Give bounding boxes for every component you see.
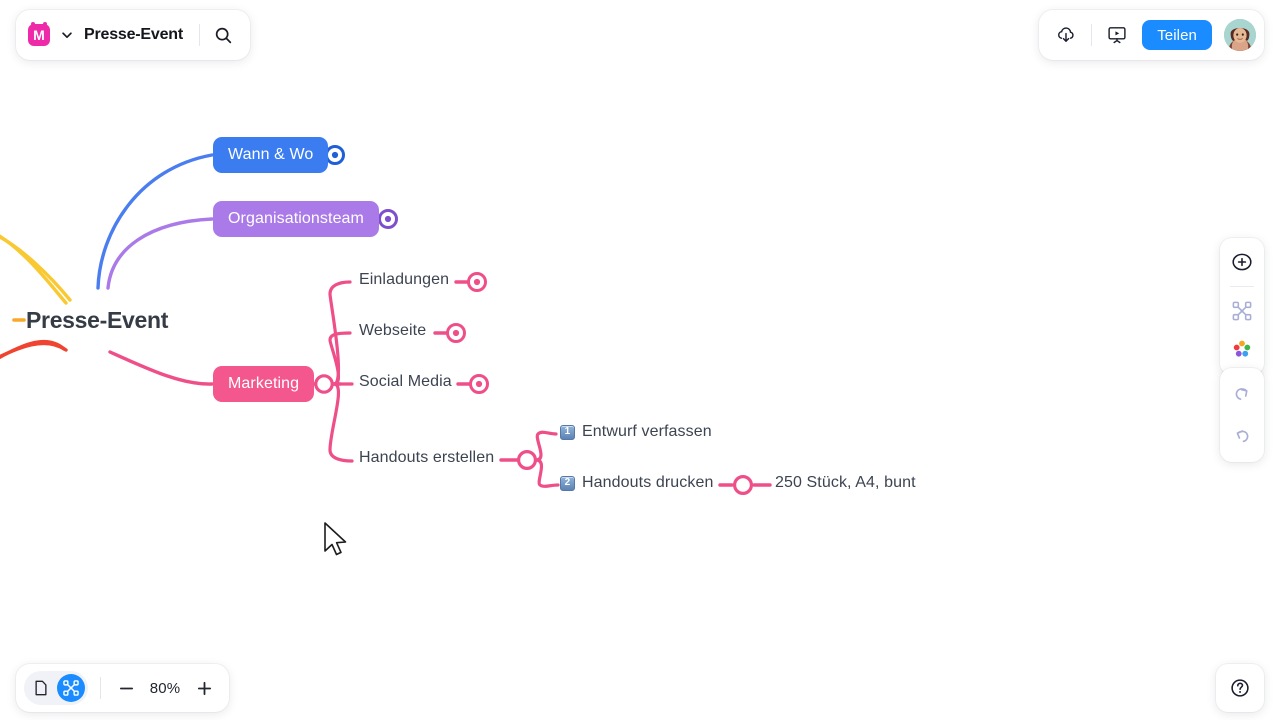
zoom-level-value: 80%	[149, 679, 181, 697]
redo-icon	[1235, 388, 1248, 400]
download-button[interactable]	[1053, 22, 1079, 48]
chevron-down-icon[interactable]	[60, 28, 74, 42]
mindmap-node-organisationsteam[interactable]: Organisationsteam	[213, 201, 379, 237]
node-row: 1 Entwurf verfassen	[560, 423, 712, 441]
minus-icon	[119, 687, 133, 689]
search-button[interactable]	[210, 22, 236, 48]
help-button[interactable]	[1216, 664, 1264, 712]
order-badge-icon: 2	[560, 475, 575, 491]
root-node-label: Presse-Event	[26, 307, 169, 333]
question-circle-icon	[1231, 679, 1249, 697]
undo-icon	[1236, 430, 1249, 443]
top-right-toolbar: Teilen	[1039, 10, 1264, 60]
node-label: Entwurf verfassen	[582, 423, 712, 440]
presentation-button[interactable]	[1104, 22, 1130, 48]
app-logo-icon[interactable]: M	[28, 22, 50, 46]
canvas-tools-rail	[1220, 238, 1264, 375]
node-label: Organisationsteam	[213, 201, 379, 237]
redo-button[interactable]	[1228, 380, 1256, 408]
mindmap-node-einladungen[interactable]: Einladungen	[359, 271, 449, 289]
node-label: Webseite	[359, 322, 427, 339]
theme-button[interactable]	[1228, 335, 1256, 363]
undo-button[interactable]	[1228, 422, 1256, 450]
search-icon	[215, 27, 231, 43]
user-avatar-icon	[1224, 19, 1256, 51]
mindmap-node-entwurf-verfassen[interactable]: 1 Entwurf verfassen	[560, 423, 712, 441]
order-badge-icon: 1	[560, 424, 575, 440]
document-view-button[interactable]	[27, 674, 55, 702]
mindmap-view-icon	[63, 680, 79, 696]
zoombar-divider	[100, 677, 101, 699]
node-label: Handouts drucken	[582, 474, 714, 491]
mindmap-node-webseite[interactable]: Webseite	[359, 322, 426, 340]
document-titlebar: M Presse-Event	[16, 10, 250, 60]
mindmap-node-handouts-erstellen[interactable]: Handouts erstellen	[359, 449, 494, 467]
color-palette-icon	[1233, 340, 1251, 357]
add-node-button[interactable]	[1228, 248, 1256, 276]
node-label: Social Media	[359, 373, 452, 390]
mindmap-node-wann-wo[interactable]: Wann & Wo	[213, 137, 329, 173]
layout-button[interactable]	[1228, 297, 1256, 325]
avatar[interactable]	[1224, 19, 1256, 51]
cloud-download-icon	[1058, 27, 1074, 42]
node-label: Wann & Wo	[213, 137, 329, 173]
zoom-out-button[interactable]	[113, 675, 139, 701]
mindmap-root-node[interactable]: Presse-Event	[26, 307, 168, 334]
node-label: 250 Stück, A4, bunt	[775, 474, 916, 491]
history-rail	[1220, 368, 1264, 462]
view-mode-switch	[24, 671, 88, 705]
rail-divider	[1230, 286, 1254, 287]
mindmap-node-social-media[interactable]: Social Media	[359, 373, 452, 391]
mindmap-view-button[interactable]	[57, 674, 85, 702]
node-label: Marketing	[213, 366, 315, 402]
mindmap-node-handouts-drucken[interactable]: 2 Handouts drucken	[560, 474, 713, 492]
plus-circle-icon	[1232, 253, 1252, 271]
node-label: Handouts erstellen	[359, 449, 495, 466]
plus-icon	[197, 681, 211, 695]
node-row: 2 Handouts drucken	[560, 474, 713, 492]
node-layout-icon	[1232, 301, 1252, 321]
zoom-in-button[interactable]	[191, 675, 217, 701]
app-logo-letter: M	[33, 27, 45, 43]
share-button[interactable]: Teilen	[1142, 20, 1212, 50]
node-label: Einladungen	[359, 271, 450, 288]
zoom-toolbar: 80%	[16, 664, 229, 712]
document-title[interactable]: Presse-Event	[84, 26, 183, 43]
document-view-icon	[35, 680, 47, 696]
mindmap-node-marketing[interactable]: Marketing	[213, 366, 315, 402]
toolbar-divider	[1091, 24, 1093, 46]
mindmap-node-stueck-a4-bunt[interactable]: 250 Stück, A4, bunt	[775, 474, 916, 492]
presentation-play-icon	[1108, 27, 1126, 44]
titlebar-divider	[199, 24, 200, 46]
